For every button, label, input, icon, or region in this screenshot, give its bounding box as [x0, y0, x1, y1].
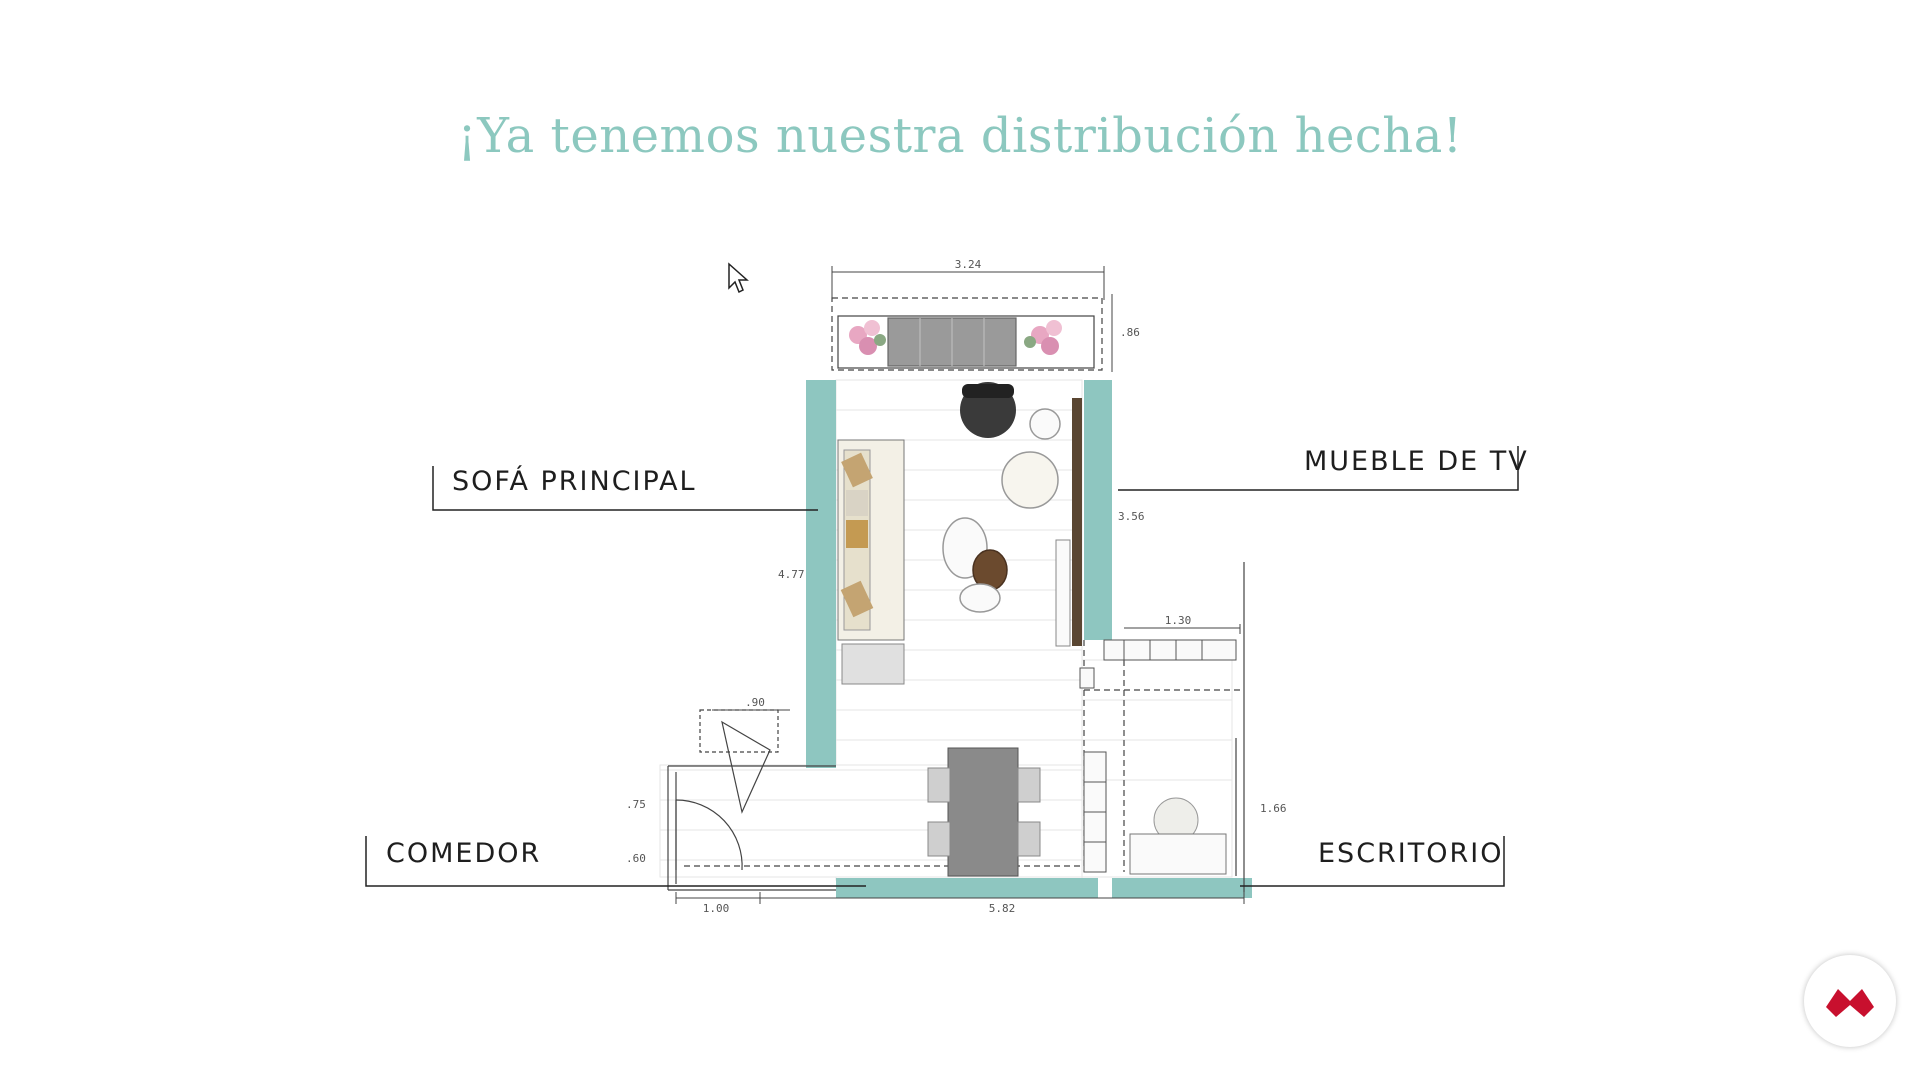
- balcony: [831, 297, 1103, 371]
- walls: [806, 380, 1252, 898]
- callout-tv: MUEBLE DE TV: [1304, 446, 1529, 477]
- dimension-bottom: [675, 624, 1245, 904]
- dining-table: [927, 747, 1041, 877]
- balcony-planter-right: [1024, 320, 1062, 355]
- brand-logo-button[interactable]: [1804, 955, 1896, 1047]
- dimension-top: [831, 266, 1113, 372]
- brand-logo-icon: [1826, 989, 1874, 1017]
- dim-left-a: .75: [626, 798, 646, 811]
- desk: [1129, 797, 1227, 875]
- mouse-pointer-icon: [728, 262, 749, 294]
- dim-bottom-left: 1.00: [703, 902, 730, 915]
- main-sofa: [837, 439, 905, 685]
- callout-sofa: SOFÁ PRINCIPAL: [452, 466, 697, 497]
- dim-right-wall: 3.56: [1118, 510, 1145, 523]
- dim-desk-width: 1.30: [1165, 614, 1192, 627]
- dim-left-b: .60: [626, 852, 646, 865]
- tv-unit: [1055, 398, 1082, 647]
- dim-desk-height: 1.66: [1260, 802, 1287, 815]
- dim-top-width: 3.24: [955, 258, 982, 271]
- round-tables: [942, 408, 1061, 613]
- dim-balcony-depth: .86: [1120, 326, 1140, 339]
- shelf-unit: [1079, 639, 1237, 689]
- armchair: [960, 382, 1016, 438]
- callout-dining: COMEDOR: [386, 838, 542, 869]
- dim-door-width: .90: [745, 696, 765, 709]
- dim-bottom-total: 5.82: [989, 902, 1016, 915]
- callout-lines: [365, 446, 1519, 887]
- storage-column: [1083, 751, 1107, 873]
- slide-title: ¡Ya tenemos nuestra distribución hecha!: [457, 108, 1463, 164]
- callout-desk: ESCRITORIO: [1318, 838, 1504, 869]
- balcony-planter-left: [849, 320, 886, 355]
- dim-living-height: 4.77: [778, 568, 805, 581]
